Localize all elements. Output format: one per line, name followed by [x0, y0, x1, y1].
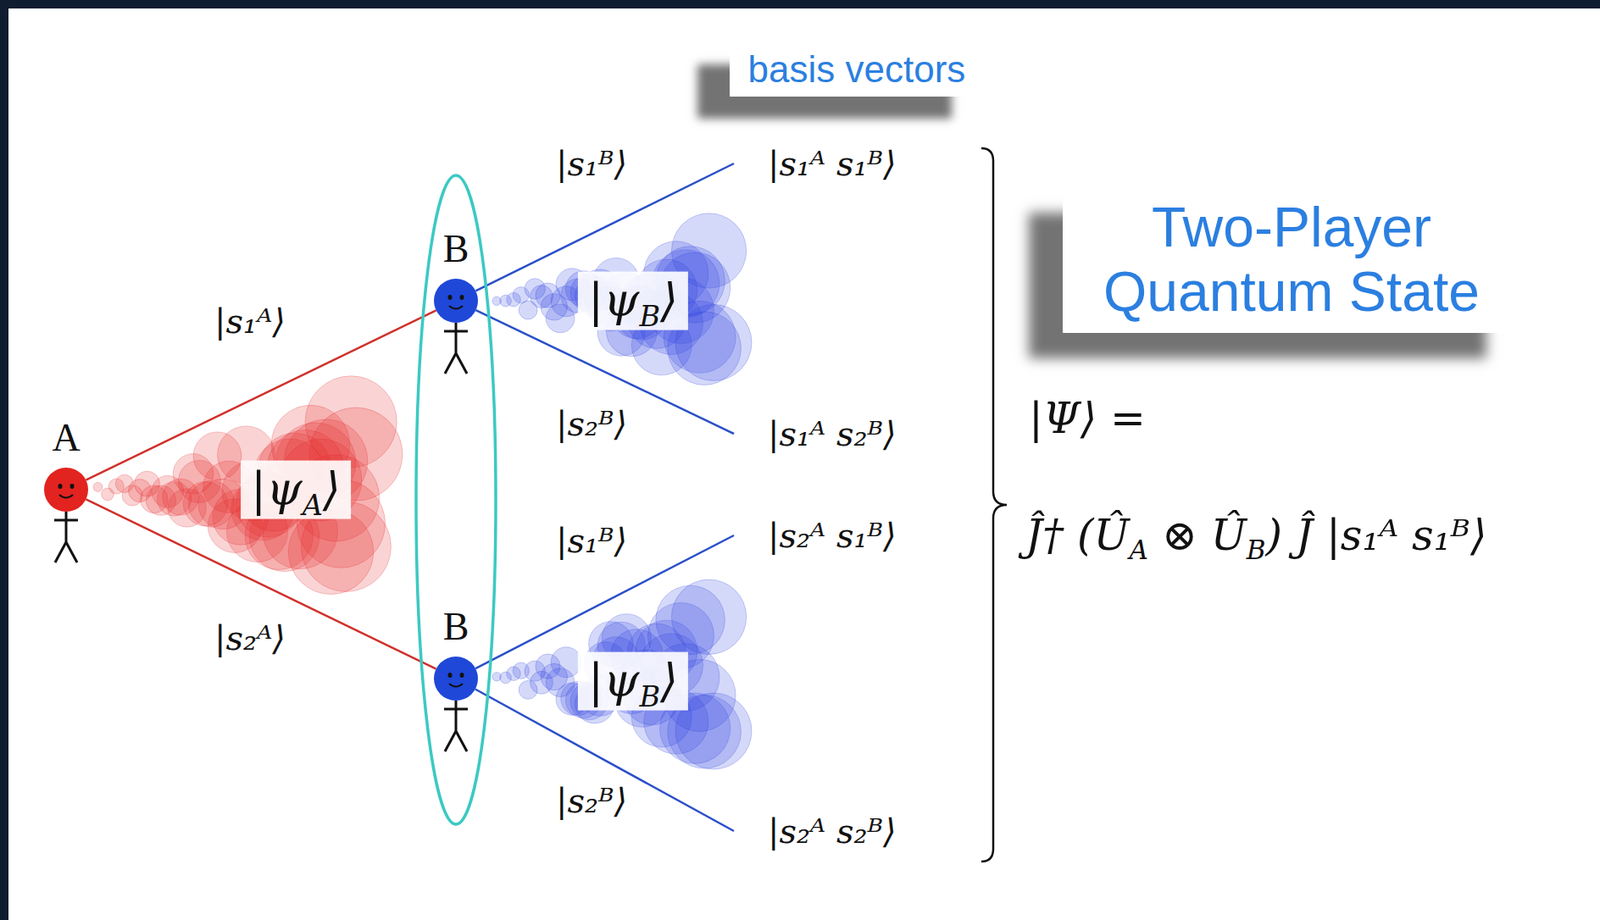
- outcome-state: |s₂ᴬ s₁ᴮ⟩: [733, 511, 902, 560]
- player-label: A: [51, 418, 80, 458]
- text-run: |ψ: [250, 462, 303, 517]
- outcome-state: |s₂ᴬ s₂ᴮ⟩: [733, 807, 902, 856]
- strategy-label: |s₂ᴮ⟩: [555, 780, 628, 822]
- subscript: A: [302, 488, 323, 522]
- text-run: ⟩: [660, 273, 678, 328]
- eye: [448, 672, 453, 678]
- text-run: |s₂ᴮ⟩: [555, 781, 628, 821]
- node-text: Two-Player Quantum State: [1077, 195, 1506, 325]
- frame-bar: [0, 0, 9, 920]
- eye: [70, 483, 75, 489]
- node-text: |s₂ᴬ s₂ᴮ⟩: [767, 811, 897, 851]
- text-run: ) Ĵ |s₁ᴬ s₁ᴮ⟩: [1266, 511, 1488, 561]
- text-run: |s₂ᴮ⟩: [555, 404, 628, 444]
- frame-bar: [0, 0, 1600, 9]
- text-run: |s₁ᴬ s₁ᴮ⟩: [767, 144, 897, 184]
- text-run: |s₂ᴬ s₂ᴮ⟩: [767, 811, 897, 851]
- strategy-branch: [475, 689, 734, 832]
- subscript: A: [1129, 534, 1149, 566]
- text-run: |s₂ᴬ⟩: [214, 618, 286, 658]
- stick-figure: [433, 278, 478, 323]
- player-label: B: [443, 607, 470, 647]
- strategy-label: |s₂ᴬ⟩: [214, 617, 286, 659]
- outcome-state: |s₁ᴬ s₁ᴮ⟩: [733, 139, 902, 188]
- state-label: |ψB⟩: [577, 272, 689, 331]
- text-run: |ψ: [588, 273, 640, 328]
- callout-box: basis vectors: [729, 42, 985, 98]
- state-label: |ψA⟩: [240, 461, 351, 520]
- figure-body: [444, 322, 468, 374]
- text-run: |s₂ᴬ s₁ᴮ⟩: [767, 516, 897, 556]
- text-run: |ψ: [588, 654, 640, 708]
- text-run: |s₁ᴮ⟩: [555, 144, 628, 184]
- subscript: B: [1246, 534, 1267, 566]
- strategy-label: |s₁ᴮ⟩: [555, 143, 628, 184]
- text-run: |s₁ᴬ⟩: [214, 301, 286, 341]
- subscript: B: [638, 679, 661, 713]
- player-figure: B: [433, 278, 478, 323]
- stick-figure: [44, 467, 89, 512]
- text-run: |s₁ᴬ s₂ᴮ⟩: [767, 414, 897, 454]
- equation-text: Ĵ† (ÛA ⊗ ÛB) Ĵ |s₁ᴬ s₁ᴮ⟩: [1025, 510, 1487, 562]
- strategy-label: |s₁ᴬ⟩: [214, 300, 286, 342]
- figure-body: [54, 511, 78, 563]
- equation-text: |Ψ⟩ =: [1028, 393, 1146, 445]
- outcome-state: |s₁ᴬ s₂ᴮ⟩: [733, 410, 902, 458]
- strategy-label: |s₂ᴮ⟩: [555, 403, 628, 445]
- eye: [460, 672, 465, 678]
- eye: [460, 294, 465, 300]
- cloud-bubble: [93, 482, 103, 492]
- strategy-cloud: [492, 579, 752, 770]
- text-run: ⟩: [660, 654, 678, 708]
- information-set-ring: [416, 175, 496, 825]
- text-run: Ĵ† (Û: [1025, 511, 1130, 561]
- strategy-label: |s₁ᴮ⟩: [555, 520, 628, 562]
- text-run: |s₁ᴮ⟩: [555, 521, 628, 561]
- smile: [59, 494, 73, 499]
- text-run: |Ψ⟩ =: [1028, 394, 1146, 444]
- node-text: |s₁ᴬ s₂ᴮ⟩: [767, 414, 897, 454]
- text-run: ⊗ Û: [1148, 511, 1247, 561]
- strategy-cloud: [492, 213, 752, 386]
- eye: [448, 294, 453, 300]
- node-text: |s₂ᴬ s₁ᴮ⟩: [767, 516, 897, 556]
- cloud-bubble: [671, 579, 746, 655]
- curly-brace: [981, 148, 1007, 862]
- smile: [449, 305, 463, 310]
- player-label: B: [443, 229, 470, 269]
- subscript: B: [638, 299, 661, 333]
- strategy-cloud: [93, 376, 403, 595]
- player-figure: A: [44, 467, 89, 512]
- stick-figure: [433, 656, 478, 701]
- title-box: Two-Player Quantum State: [1062, 187, 1521, 334]
- text-run: ⟩: [322, 462, 341, 517]
- strategy-branch: [85, 499, 436, 669]
- node-text: basis vectors: [748, 47, 967, 93]
- information-set: BB: [414, 173, 498, 827]
- state-label: |ψB⟩: [577, 652, 689, 712]
- smile: [449, 683, 463, 688]
- node-text: |s₁ᴬ s₁ᴮ⟩: [767, 144, 897, 184]
- figure-body: [444, 700, 468, 752]
- cloud-bubble: [550, 647, 582, 678]
- edge-group: [85, 163, 734, 832]
- eye: [58, 483, 63, 489]
- player-figure: B: [433, 656, 478, 701]
